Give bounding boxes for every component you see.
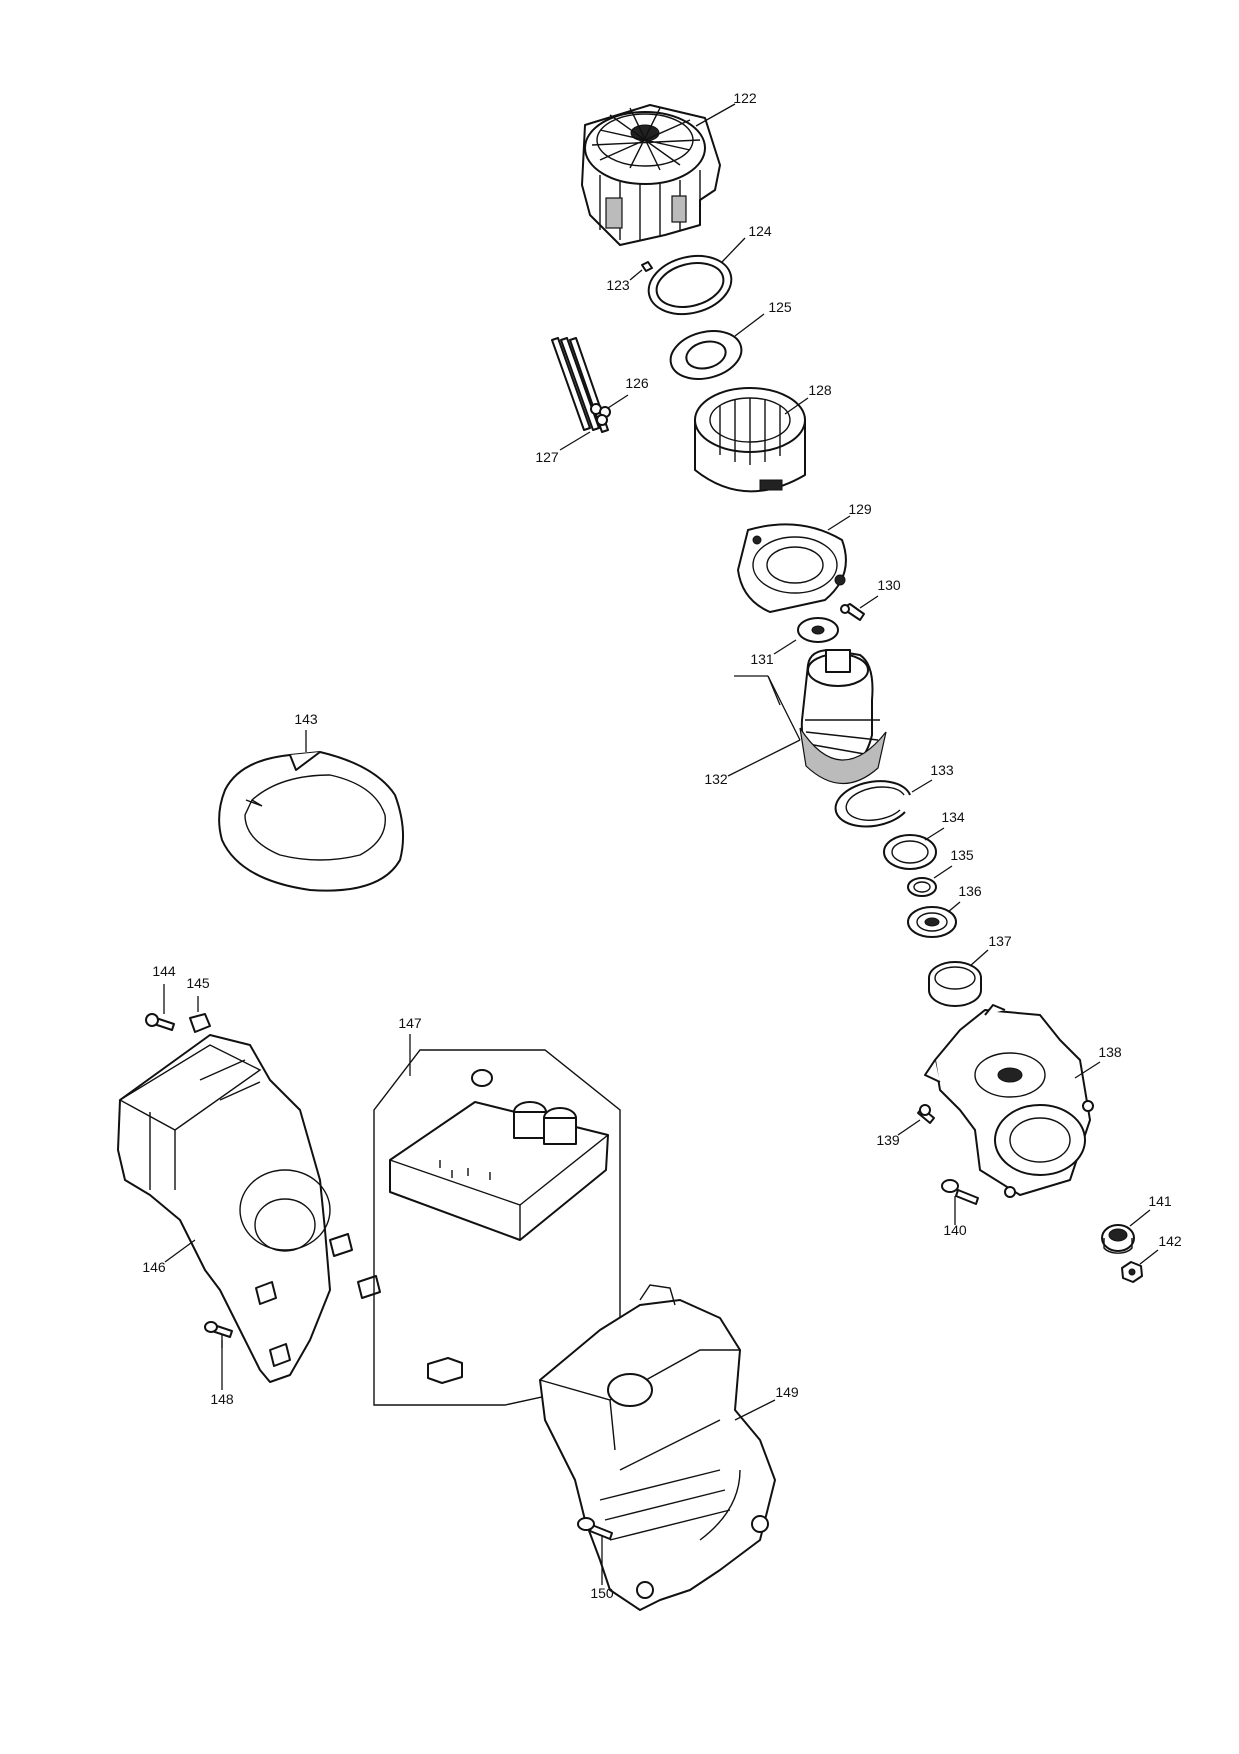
svg-text:135: 135 xyxy=(950,847,974,863)
callout-131: 131 xyxy=(750,639,797,667)
svg-text:146: 146 xyxy=(142,1259,166,1275)
part-148-screw xyxy=(204,1321,233,1338)
callout-141: 141 xyxy=(1129,1193,1172,1227)
svg-text:150: 150 xyxy=(590,1585,614,1601)
part-139-screw xyxy=(917,1104,935,1124)
callout-130: 130 xyxy=(859,577,901,609)
callout-140: 140 xyxy=(943,1196,967,1238)
part-141-nut xyxy=(1101,1224,1135,1254)
callout-142: 142 xyxy=(1139,1233,1182,1265)
callout-149: 149 xyxy=(734,1384,799,1421)
callout-145: 145 xyxy=(186,975,210,1012)
callout-135: 135 xyxy=(933,847,974,879)
part-124-ring xyxy=(647,254,733,316)
callout-133: 133 xyxy=(911,762,954,793)
svg-text:132: 132 xyxy=(704,771,728,787)
callout-124: 124 xyxy=(721,223,772,263)
part-128-stator xyxy=(694,387,806,493)
callout-147: 147 xyxy=(398,1015,422,1076)
callout-127: 127 xyxy=(535,431,591,465)
callout-134: 134 xyxy=(924,809,965,841)
part-136-bearing xyxy=(907,906,957,938)
callout-146: 146 xyxy=(142,1239,196,1275)
callout-144: 144 xyxy=(152,963,176,1014)
part-140-bolt xyxy=(941,1179,979,1205)
callout-132: 132 xyxy=(704,675,801,787)
part-150-bolt xyxy=(577,1517,613,1540)
part-149-housing xyxy=(539,1284,776,1611)
callout-125: 125 xyxy=(734,299,792,337)
svg-text:143: 143 xyxy=(294,711,318,727)
part-134-washer xyxy=(883,834,937,870)
svg-text:134: 134 xyxy=(941,809,965,825)
svg-text:124: 124 xyxy=(748,223,772,239)
part-130-screw xyxy=(840,603,865,621)
svg-text:145: 145 xyxy=(186,975,210,991)
part-138-gear-housing xyxy=(924,1004,1094,1198)
callout-143: 143 xyxy=(294,711,318,752)
part-143-band xyxy=(218,751,404,892)
part-122-motor-housing xyxy=(581,104,721,246)
callout-138: 138 xyxy=(1074,1044,1122,1079)
callout-148: 148 xyxy=(210,1334,234,1407)
svg-text:137: 137 xyxy=(988,933,1012,949)
callout-150: 150 xyxy=(590,1535,614,1601)
svg-text:140: 140 xyxy=(943,1222,967,1238)
part-146-housing xyxy=(117,1034,381,1383)
svg-text:130: 130 xyxy=(877,577,901,593)
part-133-snap-ring xyxy=(834,780,911,828)
svg-text:128: 128 xyxy=(808,382,832,398)
callout-122: 122 xyxy=(695,90,757,127)
svg-text:123: 123 xyxy=(606,277,630,293)
svg-text:141: 141 xyxy=(1148,1193,1172,1209)
svg-text:147: 147 xyxy=(398,1015,422,1031)
svg-text:138: 138 xyxy=(1098,1044,1122,1060)
callout-137: 137 xyxy=(969,933,1012,967)
part-135-washer xyxy=(907,877,937,897)
svg-text:127: 127 xyxy=(535,449,559,465)
callout-136: 136 xyxy=(947,883,982,913)
part-131-bearing xyxy=(797,617,839,643)
svg-text:126: 126 xyxy=(625,375,649,391)
svg-text:148: 148 xyxy=(210,1391,234,1407)
part-144-screw xyxy=(145,1013,175,1031)
part-126-nuts xyxy=(590,403,611,426)
part-142-hex-nut xyxy=(1121,1261,1143,1283)
svg-text:122: 122 xyxy=(733,90,757,106)
svg-text:136: 136 xyxy=(958,883,982,899)
svg-text:125: 125 xyxy=(768,299,792,315)
callout-139: 139 xyxy=(876,1119,921,1148)
part-132-armature xyxy=(799,649,887,785)
part-145-clip xyxy=(189,1013,211,1033)
svg-text:139: 139 xyxy=(876,1132,900,1148)
callout-128: 128 xyxy=(784,382,832,415)
callout-123: 123 xyxy=(606,269,643,293)
svg-text:129: 129 xyxy=(848,501,872,517)
callout-126: 126 xyxy=(607,375,649,409)
svg-text:144: 144 xyxy=(152,963,176,979)
part-125-plate xyxy=(669,330,743,380)
svg-text:149: 149 xyxy=(775,1384,799,1400)
part-137-sleeve xyxy=(928,961,982,1007)
callout-129: 129 xyxy=(827,501,872,531)
svg-text:142: 142 xyxy=(1158,1233,1182,1249)
part-123-screw xyxy=(641,261,653,272)
part-129-baffle xyxy=(737,523,847,613)
part-147-controller xyxy=(373,1049,621,1406)
svg-text:133: 133 xyxy=(930,762,954,778)
svg-text:131: 131 xyxy=(750,651,774,667)
